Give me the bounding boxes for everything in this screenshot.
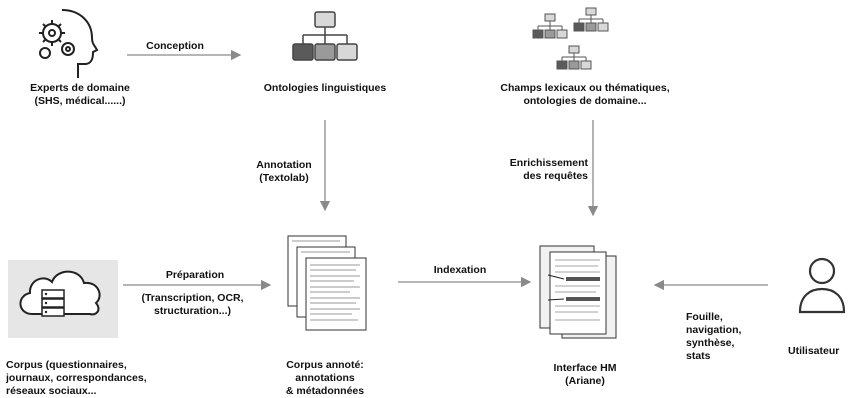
annotation-line2: (Textolab) [259,172,309,184]
highlighted-documents-icon [539,245,617,339]
fouille-line2: navigation, [686,324,742,336]
node-champs-label: Champs lexicaux ou thématiques, ontologi… [485,82,685,108]
annote-line2: annotations [295,372,355,384]
interface-line1: Interface HM [553,362,617,374]
enrichissement-line2: des requêtes [523,170,588,182]
node-utilisateur-label: Utilisateur [788,345,839,358]
corpus-line3: réseaux sociaux... [6,385,97,397]
node-corpus-label: Corpus (questionnaires, journaux, corres… [6,359,147,398]
edge-enrichissement-label: Enrichissement des requêtes [498,157,588,183]
corpus-line2: journaux, correspondances, [6,372,147,384]
node-annote-label: Corpus annoté: annotations & métadonnées [270,359,380,398]
fouille-line4: stats [686,350,711,362]
node-interface-label: Interface HM (Ariane) [535,362,635,388]
corpus-line1: Corpus (questionnaires, [6,359,127,371]
edge-annotation-label: Annotation (Textolab) [244,159,324,185]
edge-indexation-label: Indexation [420,264,500,277]
documents-icon [287,235,367,331]
indexation-line1: Indexation [433,264,487,276]
preparation-line2: (Transcription, OCR, [141,292,244,304]
edge-conception-label: Conception [130,40,220,53]
experts-line1: Experts de domaine [30,82,130,94]
fouille-line3: synthèse, [686,337,735,349]
fouille-line1: Fouille, [686,311,723,323]
hierarchy-cluster-icon [532,7,609,70]
node-ontologies-label: Ontologies linguistiques [255,82,395,95]
edge-fouille-label: Fouille, navigation, synthèse, stats [686,311,741,363]
experts-line2: (SHS, médical......) [34,95,126,107]
ontologies-line1: Ontologies linguistiques [263,82,387,94]
preparation-line1: Préparation [165,269,225,281]
user-icon [798,257,846,314]
conception-line1: Conception [146,40,204,52]
champs-line2: ontologies de domaine... [523,95,647,107]
interface-line2: (Ariane) [565,375,605,387]
utilisateur-line1: Utilisateur [788,345,840,357]
node-experts-label: Experts de domaine (SHS, médical......) [20,82,140,108]
cloud-database-icon [8,260,118,338]
enrichissement-line1: Enrichissement [509,157,588,169]
annote-line1: Corpus annoté: [286,359,364,371]
champs-line1: Champs lexicaux ou thématiques, [500,82,670,94]
hierarchy-icon [292,11,358,61]
edge-preparation-label: Préparation [135,269,255,282]
annote-line3: & métadonnées [285,385,365,397]
brain-gears-icon [39,9,99,78]
preparation-line3: structuration...) [153,305,231,317]
edge-preparation-detail: (Transcription, OCR, structuration...) [125,292,260,318]
annotation-line1: Annotation [256,159,312,171]
